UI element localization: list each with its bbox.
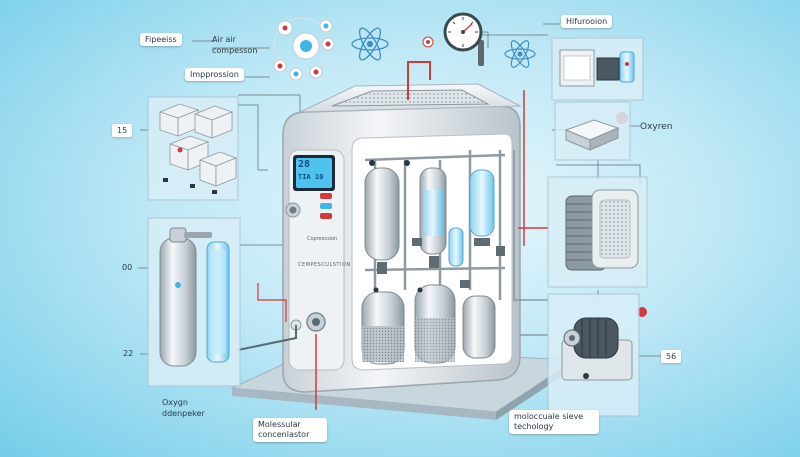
- front-text: CEMPESCULSTION: [298, 262, 351, 268]
- atom-icon: [351, 27, 389, 61]
- label-air-compression: Air air compesson: [212, 35, 258, 55]
- display-reading-bottom: TIA 10: [298, 173, 324, 181]
- label-oxygen: Oxyren: [640, 122, 673, 132]
- atom-icon-right: [504, 40, 536, 68]
- panel-oxygen-cylinder: [147, 217, 241, 387]
- label-molecular-concentrator: Molessular concenlastor: [253, 418, 327, 442]
- label-pipeless: Fipeeiss: [140, 33, 182, 46]
- label-impprossion: Impprossion: [185, 68, 244, 81]
- number-15: 15: [112, 124, 133, 137]
- number-56: 56: [661, 350, 682, 363]
- label-oxygen-dispenser: Oxygn ddenpeker: [162, 398, 205, 418]
- internal-columns: [361, 150, 506, 365]
- panel-compressor-motor: [547, 293, 640, 417]
- label-sieve-technology: moloccuale sieve techology: [509, 410, 599, 434]
- pressure-gauge-icon: [443, 12, 484, 66]
- panel-modular-units: [147, 96, 239, 201]
- panel-text: Coprescsion: [307, 236, 338, 242]
- number-00: 00: [122, 263, 133, 272]
- panel-oxygen-module: [554, 101, 631, 161]
- number-22: 22: [123, 349, 134, 358]
- display-reading-top: 28: [298, 159, 311, 170]
- panel-sieve-filter: [547, 176, 648, 288]
- top-icon-cluster: [273, 17, 335, 81]
- panel-server-units: [551, 37, 644, 101]
- label-hifurooion: Hifurooion: [561, 15, 613, 28]
